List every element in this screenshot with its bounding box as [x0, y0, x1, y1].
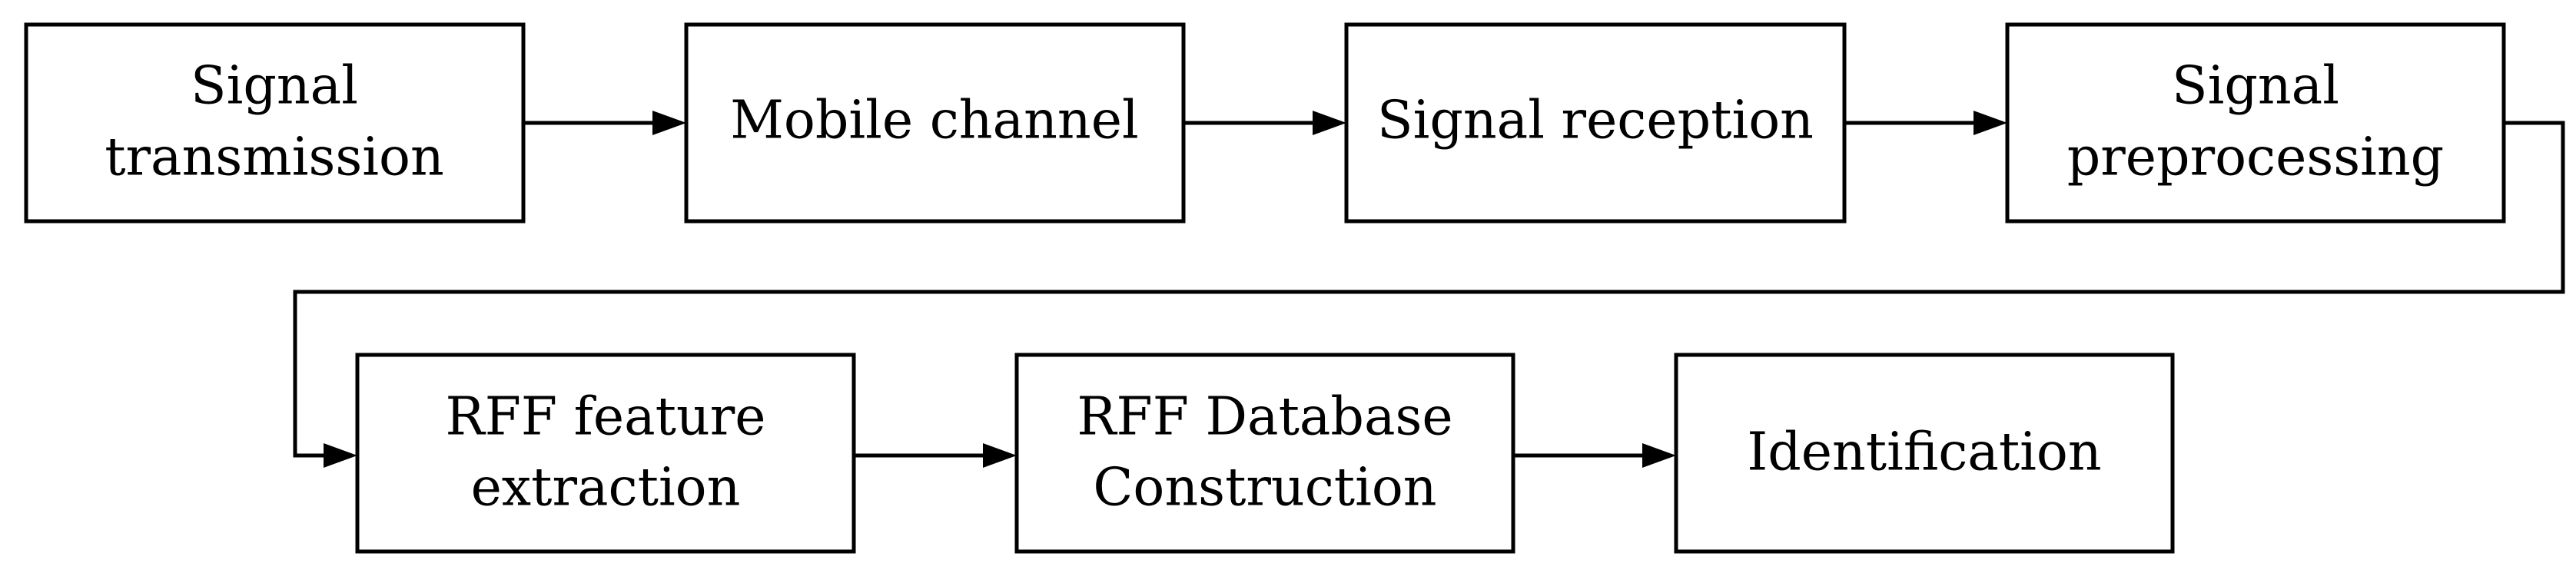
- node-signal-transmission: Signal transmission: [24, 22, 526, 224]
- arrowhead-database: [983, 443, 1017, 468]
- node-label-line: RFF Database: [1077, 387, 1452, 448]
- arrowheads: [324, 111, 2007, 468]
- node-label-line: transmission: [105, 128, 444, 188]
- node-identification: Identification: [1674, 353, 2175, 554]
- arrowhead-feature-extraction: [324, 443, 357, 468]
- node-label-line: extraction: [471, 458, 741, 518]
- node-rff-database-construction: RFF Database Construction: [1014, 353, 1515, 554]
- arrowhead-channel: [652, 111, 686, 135]
- arrowhead-identification: [1642, 443, 1676, 468]
- node-rff-feature-extraction: RFF feature extraction: [355, 353, 856, 554]
- node-label-line: Signal reception: [1377, 91, 1814, 151]
- node-signal-preprocessing: Signal preprocessing: [2005, 22, 2506, 224]
- node-signal-reception: Signal reception: [1344, 22, 1847, 224]
- node-label-line: RFF feature: [446, 387, 766, 448]
- node-label-line: preprocessing: [2067, 128, 2444, 188]
- arrowhead-reception: [1313, 111, 1346, 135]
- edge-preprocessing-to-feature-extraction: [293, 121, 2565, 458]
- edges: [293, 121, 2565, 458]
- node-label-line: Mobile channel: [730, 91, 1138, 151]
- node-label-line: Construction: [1093, 458, 1436, 518]
- node-label-line: Signal: [191, 56, 358, 117]
- arrowhead-preprocessing: [1973, 111, 2007, 135]
- node-label-line: Signal: [2172, 56, 2339, 117]
- node-label-line: Identification: [1747, 422, 2101, 483]
- node-mobile-channel: Mobile channel: [684, 22, 1186, 224]
